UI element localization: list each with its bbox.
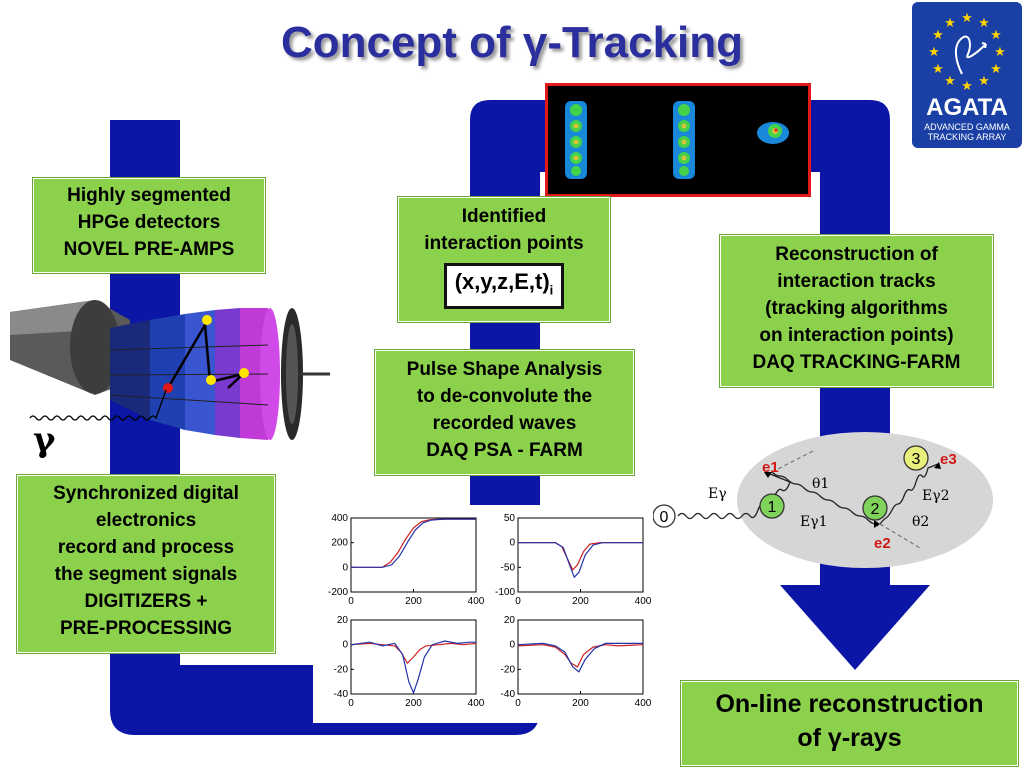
x-tick-label: 400 bbox=[635, 596, 652, 607]
psa-box: Pulse Shape Analysis to de-convolute the… bbox=[375, 350, 634, 475]
x-tick-label: 400 bbox=[468, 698, 485, 709]
x-tick-label: 0 bbox=[348, 698, 354, 709]
svg-text:★: ★ bbox=[944, 16, 956, 31]
y-tick-label: 0 bbox=[342, 562, 348, 573]
svg-text:3: 3 bbox=[912, 451, 921, 468]
coordinates-label: (x,y,z,E,t)i bbox=[443, 263, 565, 310]
x-tick-label: 200 bbox=[405, 596, 422, 607]
point-0 bbox=[652, 504, 676, 528]
electronics-box: Synchronized digital electronics record … bbox=[17, 475, 275, 653]
svg-text:★: ★ bbox=[932, 28, 944, 43]
detector-illustration bbox=[10, 300, 330, 440]
tracking-scheme: 0 1 2 3 e1 e2 e3 Eγ Eγ1 Eγ2 θ1 θ2 bbox=[652, 432, 993, 568]
y-tick-label: 20 bbox=[504, 615, 516, 626]
svg-text:θ1: θ1 bbox=[812, 476, 829, 492]
y-tick-label: 400 bbox=[331, 513, 348, 524]
interaction-points-box: Identified interaction points (x,y,z,E,t… bbox=[398, 197, 610, 322]
x-tick-label: 400 bbox=[635, 698, 652, 709]
y-tick-label: -40 bbox=[501, 689, 516, 700]
page-title: Concept of γ-Tracking bbox=[280, 18, 744, 67]
svg-text:★: ★ bbox=[994, 45, 1006, 60]
svg-text:2: 2 bbox=[871, 501, 880, 518]
svg-text:θ2: θ2 bbox=[912, 514, 929, 530]
svg-text:★: ★ bbox=[944, 74, 956, 89]
svg-text:Eγ2: Eγ2 bbox=[922, 488, 950, 504]
series-line-1 bbox=[350, 642, 477, 665]
y-tick-label: 0 bbox=[342, 640, 348, 651]
svg-text:Eγ1: Eγ1 bbox=[800, 514, 828, 530]
logo-name: AGATA bbox=[926, 94, 1008, 121]
x-tick-label: 0 bbox=[515, 596, 521, 607]
y-tick-label: -100 bbox=[495, 587, 515, 598]
series-line-1 bbox=[517, 644, 644, 668]
signal-plot-3: 0 200 400 -40 -20 0 20 bbox=[334, 615, 485, 709]
svg-text:e3: e3 bbox=[940, 451, 957, 468]
svg-text:e2: e2 bbox=[874, 535, 891, 552]
y-tick-label: 20 bbox=[337, 615, 349, 626]
series-line-2 bbox=[351, 518, 476, 568]
agata-logo: ★★★ ★★★ ★★★ ★★★ AGATA ADVANCED GAMMA TRA… bbox=[912, 2, 1022, 148]
svg-text:★: ★ bbox=[978, 16, 990, 31]
y-tick-label: 0 bbox=[509, 538, 515, 549]
svg-text:e1: e1 bbox=[762, 459, 779, 476]
star-ring-icon: ★★★ ★★★ ★★★ ★★★ bbox=[928, 11, 1006, 94]
logo-subtitle: ADVANCED GAMMA TRACKING ARRAY bbox=[924, 122, 1010, 142]
scheme-background bbox=[737, 432, 993, 568]
signal-plot-2: 0 200 400 -100 -50 0 50 bbox=[495, 513, 652, 607]
detectors-box: Highly segmented HPGe detectors NOVEL PR… bbox=[33, 178, 265, 273]
plot-frame bbox=[517, 517, 644, 593]
x-tick-label: 400 bbox=[468, 596, 485, 607]
y-tick-label: 50 bbox=[504, 513, 516, 524]
point-1 bbox=[759, 493, 785, 519]
point-2 bbox=[862, 495, 888, 521]
svg-text:★: ★ bbox=[932, 62, 944, 77]
plot-frame bbox=[517, 619, 644, 695]
svg-text:★: ★ bbox=[961, 11, 973, 26]
series-line-2 bbox=[517, 642, 643, 673]
y-tick-label: -200 bbox=[328, 587, 348, 598]
y-tick-label: -20 bbox=[501, 664, 516, 675]
tracking-box: Reconstruction of interaction tracks (tr… bbox=[720, 235, 993, 387]
svg-text:★: ★ bbox=[990, 62, 1002, 77]
interaction-image bbox=[545, 83, 811, 197]
series-line-2 bbox=[518, 542, 643, 579]
plot-frame bbox=[350, 517, 477, 593]
y-tick-label: -40 bbox=[334, 689, 349, 700]
svg-text:★: ★ bbox=[990, 28, 1002, 43]
down-arrow bbox=[780, 585, 930, 670]
svg-text:★: ★ bbox=[961, 79, 973, 94]
y-tick-label: 0 bbox=[509, 640, 515, 651]
y-tick-label: 200 bbox=[331, 538, 348, 549]
gamma-symbol: γ bbox=[33, 420, 56, 460]
point-3 bbox=[903, 445, 929, 471]
svg-text:0: 0 bbox=[660, 509, 669, 526]
x-tick-label: 0 bbox=[348, 596, 354, 607]
series-line-2 bbox=[350, 640, 476, 695]
y-tick-label: -20 bbox=[334, 664, 349, 675]
x-tick-label: 200 bbox=[405, 698, 422, 709]
x-tick-label: 0 bbox=[515, 698, 521, 709]
svg-text:1: 1 bbox=[768, 499, 777, 516]
x-tick-label: 200 bbox=[572, 596, 589, 607]
x-tick-label: 200 bbox=[572, 698, 589, 709]
y-tick-label: -50 bbox=[501, 562, 516, 573]
signal-plot-4: 0 200 400 -40 -20 0 20 bbox=[501, 615, 652, 709]
svg-text:★: ★ bbox=[928, 45, 940, 60]
svg-text:★: ★ bbox=[978, 74, 990, 89]
svg-text:Eγ: Eγ bbox=[708, 486, 727, 502]
online-reconstruction-box: On-line reconstruction of γ-rays bbox=[681, 681, 1018, 766]
